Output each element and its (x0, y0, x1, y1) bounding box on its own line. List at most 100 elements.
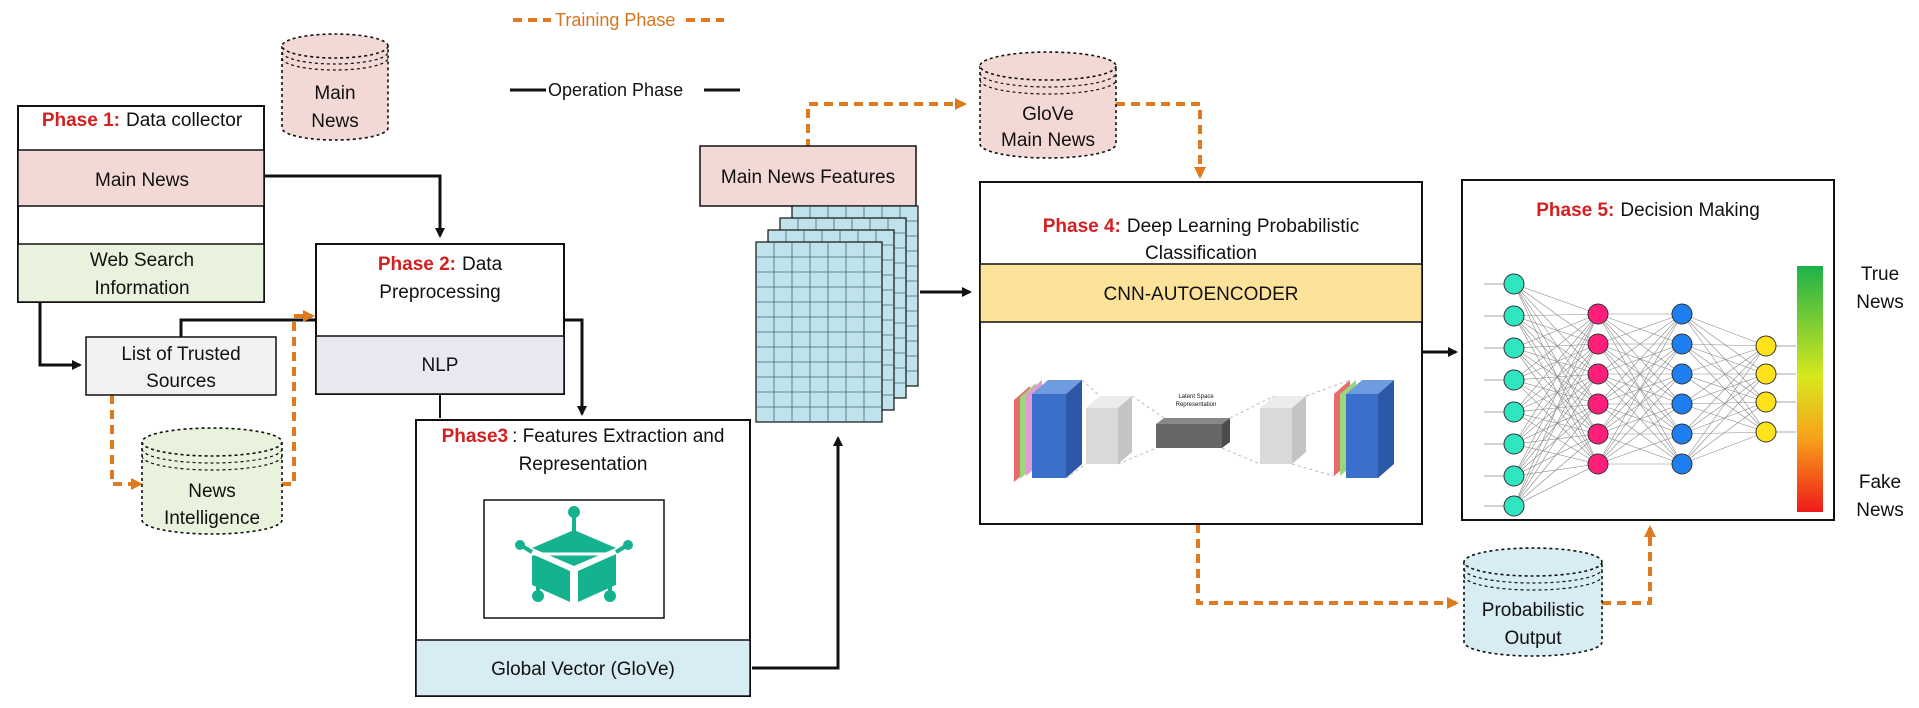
network-node (1671, 453, 1693, 475)
phase4-title-line1: Deep Learning Probabilistic (1127, 216, 1359, 237)
network-node (1587, 333, 1609, 355)
probabilistic-output-line1: Probabilistic (1482, 600, 1584, 621)
web-search-row (17, 243, 265, 303)
phase1-box: Phase 1: Data collector Main News Web Sea… (17, 105, 265, 303)
true-fake-gradient-bar (1797, 266, 1823, 512)
phase5-title: Phase 5: Decision Making (1536, 200, 1760, 221)
network-node (1671, 363, 1693, 385)
latent-label-line2: Representation (1176, 402, 1217, 408)
arrow-features-to-glove-db (806, 98, 967, 148)
glove-label: Global Vector (GloVe) (491, 659, 675, 680)
true-news-line2: News (1856, 292, 1904, 313)
network-node (1587, 393, 1609, 415)
trusted-sources-box: List of Trusted Sources (85, 336, 277, 396)
cnn-row (979, 263, 1423, 323)
autoencoder-icon: Latent Space Representation (1014, 379, 1394, 482)
network-node (1755, 363, 1777, 385)
arrow-output-to-phase5 (1602, 525, 1656, 605)
network-node (1587, 453, 1609, 475)
news-intelligence-database: News Intelligence (141, 427, 283, 535)
phase3-label: Phase3 (442, 426, 509, 447)
network-node (1587, 303, 1609, 325)
operation-arrows (38, 174, 1458, 670)
main-news-db-line2: News (311, 111, 359, 132)
network-node (1587, 363, 1609, 385)
trusted-sources-line1: List of Trusted (121, 344, 240, 365)
glove-cube-icon (515, 506, 633, 602)
phase5-title-text: Decision Making (1620, 200, 1759, 221)
phase2-title-line2: Preprocessing (379, 282, 500, 303)
phase5-label: Phase 5: (1536, 200, 1614, 221)
training-legend-label: Training Phase (555, 10, 675, 30)
nlp-row (315, 335, 565, 395)
web-search-line1: Web Search (90, 250, 194, 271)
phase4-title-line2: Classification (1145, 243, 1257, 264)
phase1-title: Phase 1: Data collector (42, 110, 243, 131)
phase2-title-line1: Data (462, 254, 503, 275)
glove-db-line2: Main News (1001, 130, 1095, 151)
phase4-label: Phase 4: (1043, 216, 1121, 237)
feature-matrix-icon (755, 205, 919, 423)
main-news-label: Main News (95, 170, 189, 191)
features-label: Main News Features (721, 167, 895, 188)
arrow-glove-db-to-phase4 (1116, 102, 1206, 179)
operation-legend-label: Operation Phase (548, 80, 683, 100)
line-trusted-to-phase2 (179, 318, 316, 337)
network-node (1503, 465, 1525, 487)
network-node (1503, 305, 1525, 327)
cnn-label: CNN-AUTOENCODER (1104, 284, 1299, 305)
phase2-title: Phase 2: Data (378, 254, 503, 275)
news-intelligence-line1: News (188, 481, 236, 502)
phase4-title: Phase 4: Deep Learning Probabilistic (1043, 216, 1360, 237)
arrow-mainnews-to-phase2 (264, 174, 445, 238)
main-news-database: Main News (281, 33, 389, 141)
nlp-label: NLP (422, 355, 459, 376)
phase2-label: Phase 2: (378, 254, 456, 275)
network-node (1671, 393, 1693, 415)
network-node (1755, 421, 1777, 443)
phase2-box: Phase 2: Data Preprocessing NLP (315, 243, 565, 395)
network-node (1503, 337, 1525, 359)
phase1-title-text: Data collector (126, 110, 243, 131)
network-node (1755, 391, 1777, 413)
network-node (1503, 401, 1525, 423)
phase3-title-line2: Representation (519, 454, 648, 475)
network-node (1503, 495, 1525, 517)
fake-news-line1: Fake (1859, 472, 1901, 493)
phase3-title-line1: : Features Extraction and (512, 426, 724, 447)
neural-network-icon (1484, 273, 1796, 517)
trusted-sources-line2: Sources (146, 371, 216, 392)
probabilistic-output-database: Probabilistic Output (1463, 547, 1603, 657)
probabilistic-output-line2: Output (1504, 628, 1562, 649)
network-node (1503, 433, 1525, 455)
arrow-phase4-to-output (1196, 524, 1459, 609)
main-news-features: Main News Features (699, 145, 919, 423)
arrow-glove-to-features (752, 436, 843, 670)
network-node (1755, 335, 1777, 357)
phase1-label: Phase 1: (42, 110, 120, 131)
phase4-box: Phase 4: Deep Learning Probabilistic Clas… (979, 181, 1423, 525)
fake-news-line2: News (1856, 500, 1904, 521)
legend: Training Phase Operation Phase (510, 10, 740, 100)
network-node (1503, 273, 1525, 295)
phase5-box: Phase 5: Decision Making (1461, 179, 1835, 521)
training-arrows (110, 98, 1656, 609)
main-news-row (17, 149, 265, 207)
true-news-line1: True (1861, 264, 1899, 285)
glove-row (415, 639, 751, 697)
glove-main-news-database: GloVe Main News (979, 51, 1117, 159)
network-node (1671, 303, 1693, 325)
news-intelligence-line2: Intelligence (164, 508, 260, 529)
glove-db-line1: GloVe (1022, 104, 1074, 125)
features-label-box (699, 145, 917, 207)
network-node (1671, 423, 1693, 445)
network-node (1587, 423, 1609, 445)
arrow-phase2-to-phase3 (564, 318, 587, 416)
network-node (1671, 333, 1693, 355)
arrow-intelligence-to-phase2 (282, 310, 315, 486)
arrow-trusted-to-intelligence (110, 395, 143, 490)
network-node (1503, 369, 1525, 391)
phase3-title: Phase3: Features Extraction and (442, 426, 725, 447)
web-search-line2: Information (94, 278, 189, 299)
